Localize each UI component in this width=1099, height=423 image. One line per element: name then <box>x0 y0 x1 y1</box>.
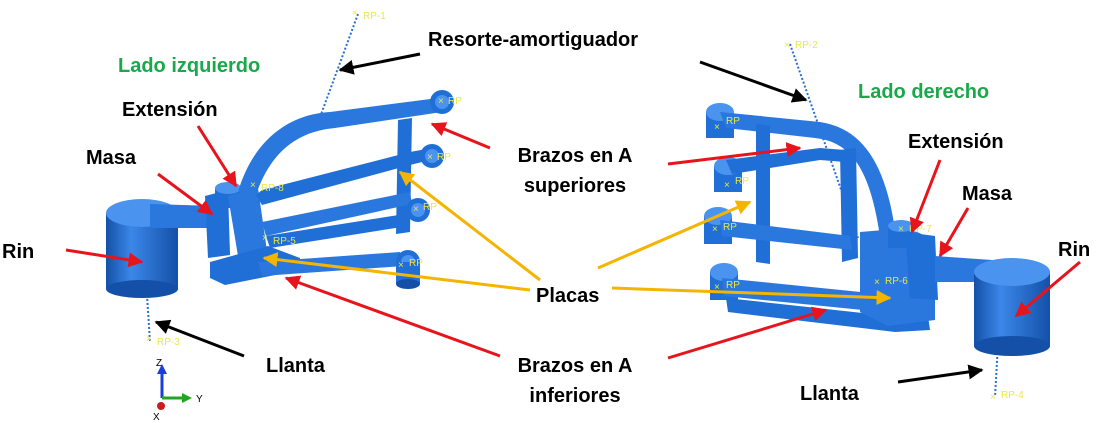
arrow-mass-right <box>938 207 970 258</box>
left-side-label: Lado izquierdo <box>118 55 261 77</box>
svg-text:RP: RP <box>448 96 462 107</box>
rim-right-label: Rin <box>1058 239 1091 261</box>
right-bushings <box>704 103 742 300</box>
lower-arms-label: Brazos en A inferiores <box>500 356 650 406</box>
mass-left-label: Masa <box>86 147 137 169</box>
left-upright-plate <box>228 188 268 268</box>
red-arrows <box>65 122 1081 360</box>
upper-arms-line2: superiores <box>523 175 627 197</box>
left-spring-damper-line <box>315 13 359 129</box>
right-suspension-model: × RP-2 × RP-4 × RP-6 × RP-7 × RP × RP × … <box>704 40 1050 403</box>
svg-text:×: × <box>784 40 790 51</box>
svg-text:×: × <box>146 334 152 345</box>
rp3-label: RP-3 <box>157 337 180 348</box>
arrow-plates-to-right-upper <box>597 200 752 270</box>
axis-x-label: X <box>153 412 160 423</box>
yellow-arrows <box>262 170 892 306</box>
left-suspension-model: × RP-1 × RP-3 × RP-8 × RP-5 × RP × RP × … <box>106 8 462 348</box>
rp2-label: RP-2 <box>795 40 818 51</box>
svg-text:×: × <box>714 122 720 133</box>
left-bushings <box>396 90 454 289</box>
arrow-spring-left <box>338 52 421 75</box>
svg-text:RP: RP <box>423 202 437 213</box>
svg-text:×: × <box>427 152 433 163</box>
arrow-lower-to-right <box>667 306 828 360</box>
svg-text:×: × <box>714 282 720 293</box>
right-rim-cylinder <box>974 258 1050 356</box>
right-upper-a-arm <box>720 112 895 236</box>
svg-text:×: × <box>262 233 268 244</box>
rp8-label: RP-8 <box>261 183 284 194</box>
svg-text:×: × <box>438 96 444 107</box>
arrow-plates-to-left-upper <box>398 170 541 282</box>
svg-text:×: × <box>250 180 256 191</box>
svg-text:RP: RP <box>726 116 740 127</box>
arrow-rim-left <box>65 248 144 268</box>
mass-right-label: Masa <box>962 183 1013 205</box>
arrow-mass-left <box>157 172 214 216</box>
right-mass-block <box>905 232 938 300</box>
extension-left-label: Extensión <box>122 99 218 121</box>
right-side-label: Lado derecho <box>858 81 990 103</box>
right-extension-cylinder <box>888 220 914 248</box>
svg-text:×: × <box>398 260 404 271</box>
arrow-extension-left <box>196 125 238 188</box>
svg-text:×: × <box>413 204 419 215</box>
arrow-rim-right <box>1014 260 1081 318</box>
rp1-label: RP-1 <box>363 11 386 22</box>
spring-damper-label: Resorte-amortiguador <box>428 29 639 51</box>
svg-text:×: × <box>898 224 904 235</box>
svg-text:×: × <box>352 8 358 19</box>
svg-text:RP: RP <box>735 176 749 187</box>
svg-text:×: × <box>724 180 730 191</box>
svg-text:RP: RP <box>726 280 740 291</box>
extension-right-label: Extensión <box>908 131 1004 153</box>
arrow-extension-right <box>909 159 942 234</box>
left-upper-a-arm <box>238 98 442 195</box>
rim-left-label: Rin <box>2 241 35 263</box>
lower-arms-line2: inferiores <box>529 385 621 407</box>
upper-arms-label: Brazos en A superiores <box>500 146 650 196</box>
svg-text:RP: RP <box>409 258 423 269</box>
arrow-lower-to-left <box>284 275 501 358</box>
lower-arms-line1: Brazos en A <box>517 355 633 377</box>
axis-y-label: Y <box>196 394 203 405</box>
rp4-label: RP-4 <box>1001 390 1024 401</box>
arrow-upper-to-left-1 <box>430 122 491 150</box>
axis-triad: Z Y X <box>153 358 203 423</box>
svg-text:×: × <box>874 277 880 288</box>
rp5-label: RP-5 <box>273 236 296 247</box>
svg-text:×: × <box>990 392 996 403</box>
svg-text:RP: RP <box>437 152 451 163</box>
left-reference-points: × RP-1 × RP-3 × RP-8 × RP-5 × RP × RP × … <box>146 8 462 348</box>
axis-z-label: Z <box>156 358 162 369</box>
arrow-tire-right <box>897 364 984 384</box>
black-arrows <box>154 52 984 384</box>
tire-right-label: Llanta <box>800 383 859 405</box>
arrow-spring-right <box>699 60 808 103</box>
rp6-label: RP-6 <box>885 276 908 287</box>
arrow-tire-left <box>154 319 245 358</box>
plates-label: Placas <box>536 285 600 307</box>
arrow-plates-to-right-lower <box>611 286 892 306</box>
upper-arms-line1: Brazos en A <box>517 145 633 167</box>
svg-text:RP: RP <box>723 222 737 233</box>
left-lower-a-arm <box>258 252 404 276</box>
arrow-plates-to-left-lower <box>262 252 531 292</box>
arrow-upper-to-right <box>667 142 802 166</box>
svg-text:×: × <box>712 224 718 235</box>
tire-left-label: Llanta <box>266 355 325 377</box>
